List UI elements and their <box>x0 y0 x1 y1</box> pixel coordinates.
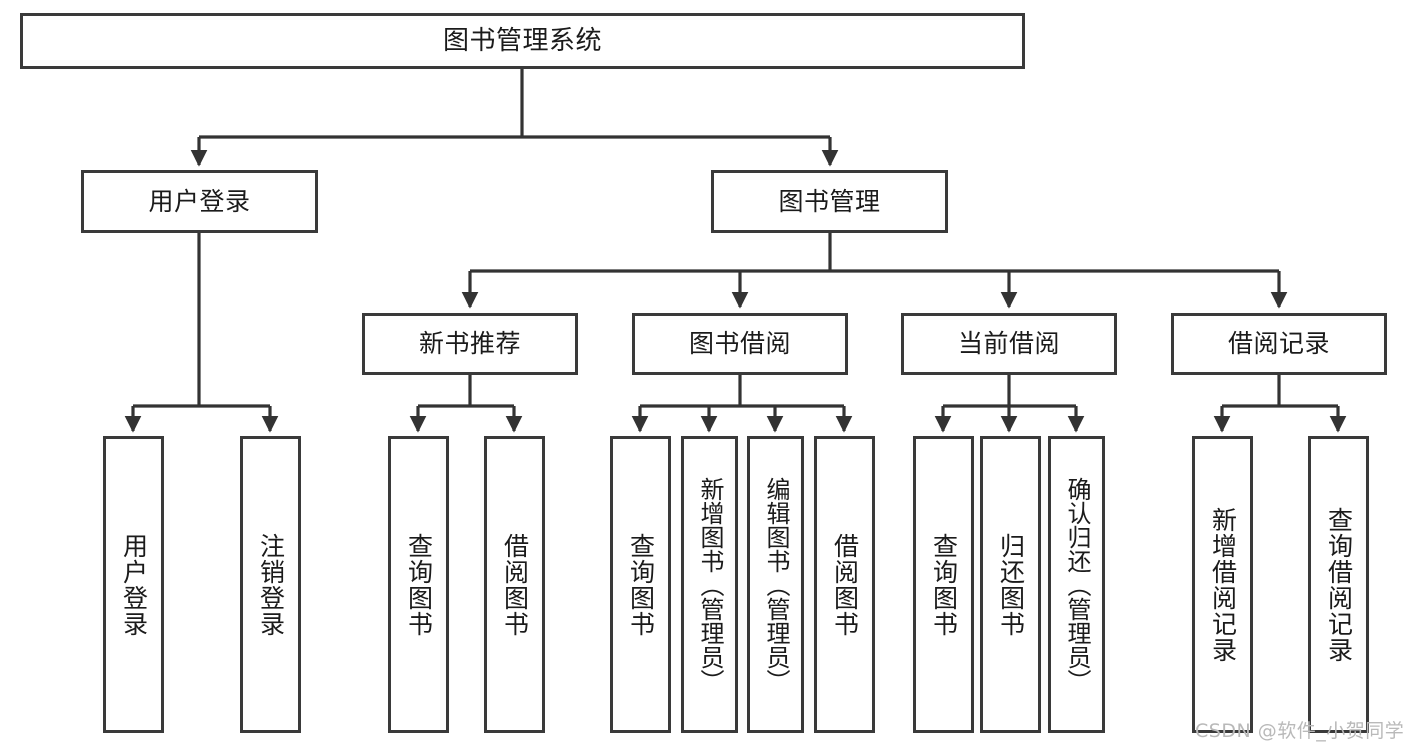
leaf-user-login-label: 用户登录 <box>119 532 149 637</box>
node-user-login[interactable]: 用户登录 <box>81 170 318 233</box>
leaf-confirm-return[interactable]: 确认归还（管理员） <box>1048 436 1105 733</box>
leaf-confirm-return-label: 确认归还（管理员） <box>1062 476 1091 693</box>
leaf-query-book-2-label: 查询图书 <box>626 532 656 637</box>
leaf-logout[interactable]: 注销登录 <box>240 436 301 733</box>
leaf-logout-label: 注销登录 <box>256 532 286 637</box>
leaf-borrow-book-2-label: 借阅图书 <box>830 532 860 637</box>
leaf-query-book-1-label: 查询图书 <box>404 532 434 637</box>
node-book-borrow[interactable]: 图书借阅 <box>632 313 848 375</box>
leaf-borrow-book-2[interactable]: 借阅图书 <box>814 436 875 733</box>
leaf-query-book-1[interactable]: 查询图书 <box>388 436 449 733</box>
leaf-return-book-label: 归还图书 <box>996 532 1026 637</box>
leaf-query-record[interactable]: 查询借阅记录 <box>1308 436 1369 733</box>
leaf-user-login[interactable]: 用户登录 <box>103 436 164 733</box>
leaf-add-record[interactable]: 新增借阅记录 <box>1192 436 1253 733</box>
leaf-add-book[interactable]: 新增图书（管理员） <box>681 436 738 733</box>
node-borrow-record[interactable]: 借阅记录 <box>1171 313 1387 375</box>
node-current-borrow[interactable]: 当前借阅 <box>901 313 1117 375</box>
leaf-add-record-label: 新增借阅记录 <box>1208 506 1238 663</box>
leaf-query-book-3-label: 查询图书 <box>929 532 959 637</box>
leaf-edit-book[interactable]: 编辑图书（管理员） <box>747 436 804 733</box>
node-root[interactable]: 图书管理系统 <box>20 13 1025 69</box>
leaf-query-record-label: 查询借阅记录 <box>1324 506 1354 663</box>
leaf-return-book[interactable]: 归还图书 <box>980 436 1041 733</box>
leaf-borrow-book-1[interactable]: 借阅图书 <box>484 436 545 733</box>
leaf-borrow-book-1-label: 借阅图书 <box>500 532 530 637</box>
node-new-book-recommendation[interactable]: 新书推荐 <box>362 313 578 375</box>
leaf-edit-book-label: 编辑图书（管理员） <box>761 476 790 693</box>
leaf-add-book-label: 新增图书（管理员） <box>695 476 724 693</box>
leaf-query-book-2[interactable]: 查询图书 <box>610 436 671 733</box>
leaf-query-book-3[interactable]: 查询图书 <box>913 436 974 733</box>
watermark-csdn: CSDN @软件_小贺同学 <box>1195 720 1405 742</box>
node-book-manage[interactable]: 图书管理 <box>711 170 948 233</box>
